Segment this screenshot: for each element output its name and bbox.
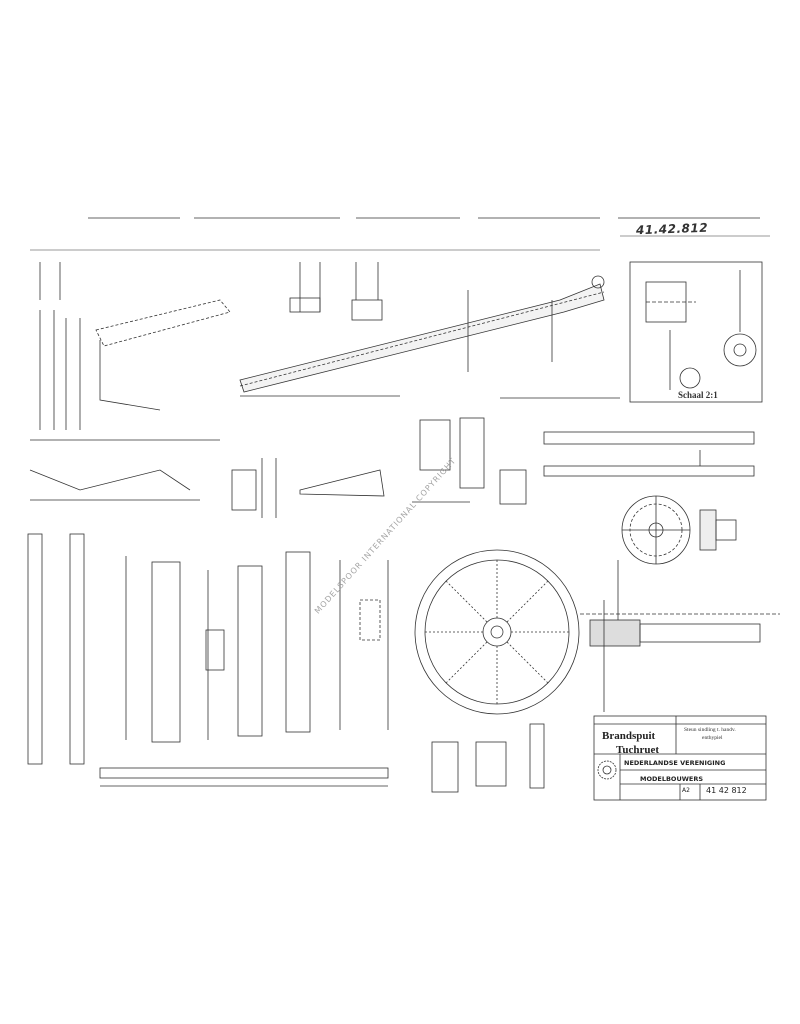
title-block-drawing-number: 41 42 812	[706, 786, 747, 795]
title-block-frame	[593, 715, 767, 801]
title-block-organisation-line2: MODELBOUWERS	[640, 775, 704, 783]
horizontal-bars-right	[543, 431, 755, 477]
drawing-number-handwritten: 41.42.812	[635, 220, 709, 238]
bottom-bar	[99, 767, 389, 787]
centre-details	[231, 417, 527, 518]
scale-label: Schaal 2:1	[678, 390, 718, 400]
spoked-wheel	[414, 549, 580, 715]
title-block-description-line1: Steun sindling t. handv.	[684, 727, 736, 733]
arm-detail-left	[29, 262, 231, 501]
hub-section	[580, 560, 780, 712]
pole-drawing	[239, 262, 620, 399]
title-block-format: A2	[682, 787, 690, 794]
flange-wheel	[621, 495, 737, 565]
title-block-title-line1: Brandspuit	[602, 730, 656, 742]
vertical-frame-members	[27, 533, 389, 765]
title-block-organisation-line1: NEDERLANDSE VERENIGING	[624, 759, 726, 767]
title-block-description-line2: enthypiel	[702, 735, 723, 741]
title-block-title-line2: Tuchruet	[616, 744, 659, 756]
detail-frame-top-right	[629, 261, 763, 403]
header-rule	[30, 217, 770, 251]
bottom-details	[431, 723, 545, 793]
